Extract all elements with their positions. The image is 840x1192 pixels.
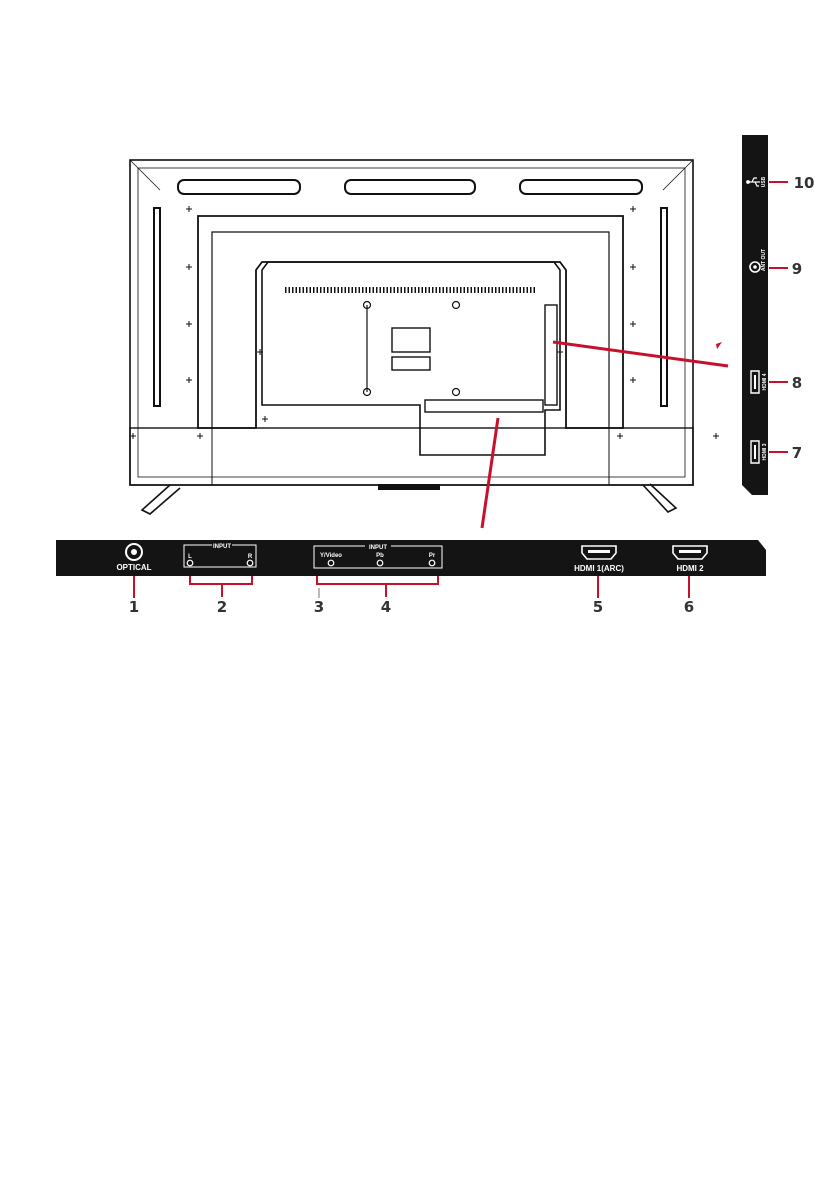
board-bottom-jack-strip xyxy=(425,400,543,412)
side-slot-right xyxy=(661,208,667,406)
side-jack-panel: USB ANT OUT HDMI 4 HDMI 3 xyxy=(742,135,768,495)
callout-4: 4 xyxy=(381,598,391,616)
top-vent-center xyxy=(345,180,475,194)
hdmi4-label: HDMI 4 xyxy=(762,373,768,390)
board-label-1 xyxy=(392,328,430,352)
audio-left-label: L xyxy=(188,554,192,560)
top-vent-right xyxy=(520,180,642,194)
callout-2: 2 xyxy=(217,598,227,616)
component-pb-label: Pb xyxy=(376,553,384,559)
callout-10: 10 xyxy=(794,174,815,192)
stand-foot-right xyxy=(643,484,676,512)
board-label-2 xyxy=(392,357,430,370)
callout-7: 7 xyxy=(792,444,802,462)
component-pr-label: Pr xyxy=(429,553,436,559)
hdmi3-label: HDMI 3 xyxy=(762,443,768,460)
audio-input-label: INPUT xyxy=(213,544,231,550)
callout-1: 1 xyxy=(129,598,139,616)
board-side-jack-strip xyxy=(545,305,557,405)
optical-label: OPTICAL xyxy=(116,563,151,572)
component-y-video-label: Y/Video xyxy=(320,553,342,559)
stand-foot-left xyxy=(142,485,180,514)
hdmi2-label: HDMI 2 xyxy=(676,564,704,573)
component-input-label: INPUT xyxy=(369,545,387,551)
leader-lines xyxy=(134,182,788,598)
callout-5: 5 xyxy=(593,598,603,616)
callout-8: 8 xyxy=(792,374,802,392)
bottom-panel-body xyxy=(56,540,766,576)
top-vent-left xyxy=(178,180,300,194)
callout-6: 6 xyxy=(684,598,694,616)
tv-rear-view xyxy=(130,160,693,514)
tv-bevel-line xyxy=(138,168,685,477)
usb-label: USB xyxy=(761,176,767,187)
leader-line-bottom xyxy=(482,418,498,528)
leader-line-side xyxy=(553,342,728,366)
audio-right-label: R xyxy=(248,554,253,560)
bracket-audio xyxy=(190,576,252,597)
hdmi1-label: HDMI 1(ARC) xyxy=(574,564,624,573)
bottom-jack-panel: OPTICAL INPUT L R INPUT Y/Video Pb Pr xyxy=(56,540,766,576)
side-jack-label: ANT OUT xyxy=(761,249,767,271)
callout-9: 9 xyxy=(792,260,802,278)
callout-3: 3 xyxy=(314,598,324,616)
bracket-component xyxy=(317,576,438,597)
side-slot-left xyxy=(154,208,160,406)
